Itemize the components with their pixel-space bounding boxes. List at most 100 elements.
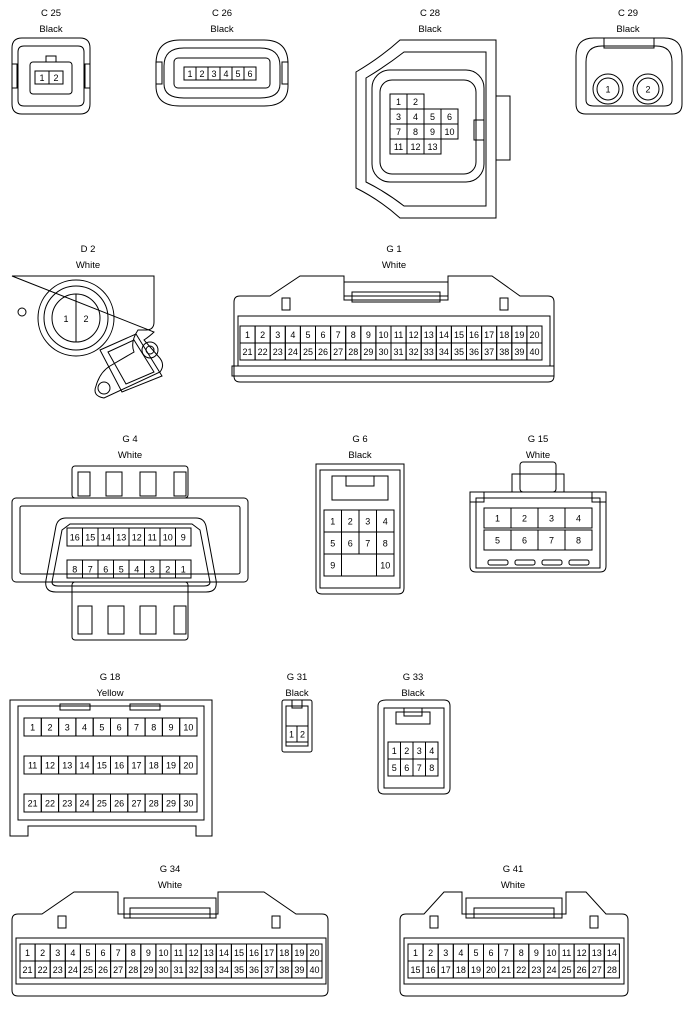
pin-number: 13 bbox=[592, 948, 602, 958]
connector-color: Black bbox=[210, 24, 233, 35]
pin-number: 2 bbox=[199, 69, 204, 79]
pin-number: 4 bbox=[82, 722, 87, 732]
pin-number: 7 bbox=[549, 535, 554, 545]
pin-cell bbox=[179, 755, 198, 775]
pin-number: 6 bbox=[348, 538, 353, 548]
pin-number: 26 bbox=[98, 965, 108, 975]
pin-number: 18 bbox=[499, 330, 509, 340]
pin-number: 3 bbox=[65, 722, 70, 732]
connector-color: Black bbox=[348, 450, 371, 461]
pin-number: 6 bbox=[103, 564, 108, 574]
pin-number: 40 bbox=[529, 347, 539, 357]
pin-number: 5 bbox=[235, 69, 240, 79]
pin-number: 14 bbox=[219, 948, 229, 958]
pin-number: 11 bbox=[174, 948, 183, 958]
pin-number: 20 bbox=[183, 760, 193, 770]
connector-code: C 25 bbox=[41, 8, 61, 19]
pin-number: 4 bbox=[383, 516, 388, 526]
pin-number: 21 bbox=[28, 798, 38, 808]
pin-number: 21 bbox=[501, 965, 511, 975]
pin-number: 6 bbox=[447, 112, 452, 122]
pin-number: 7 bbox=[88, 564, 93, 574]
pin-number: 15 bbox=[454, 330, 464, 340]
pin-number: 32 bbox=[189, 965, 199, 975]
pin-number: 1 bbox=[30, 722, 35, 732]
connector-code: G 34 bbox=[160, 864, 181, 875]
pin-number: 19 bbox=[471, 965, 481, 975]
pin-number: 9 bbox=[430, 127, 435, 137]
connector-color: Black bbox=[39, 24, 62, 35]
connector-color: White bbox=[501, 880, 525, 891]
pin-number: 9 bbox=[330, 560, 335, 570]
pin-number: 10 bbox=[444, 127, 454, 137]
pin-number: 8 bbox=[519, 948, 524, 958]
pin-number: 2 bbox=[413, 97, 418, 107]
pin-number: 16 bbox=[114, 760, 124, 770]
pin-cell bbox=[425, 758, 439, 777]
pin-number: 6 bbox=[101, 948, 106, 958]
pin-number: 23 bbox=[53, 965, 63, 975]
pin-number: 35 bbox=[234, 965, 244, 975]
pin-number: 38 bbox=[499, 347, 509, 357]
pin-number: 39 bbox=[514, 347, 524, 357]
pin-cell bbox=[440, 123, 459, 140]
pin-number: 25 bbox=[97, 798, 107, 808]
pin-number: 5 bbox=[392, 763, 397, 773]
pin-number: 16 bbox=[70, 532, 80, 542]
pin-number: 4 bbox=[413, 112, 418, 122]
pin-number: 12 bbox=[410, 142, 420, 152]
pin-number: 3 bbox=[396, 112, 401, 122]
pin-cell bbox=[175, 559, 192, 579]
connector-code: G 31 bbox=[287, 672, 308, 683]
pin-number: 2 bbox=[260, 330, 265, 340]
pin-number: 37 bbox=[484, 347, 494, 357]
pin-number: 22 bbox=[38, 965, 48, 975]
pin-number: 25 bbox=[562, 965, 572, 975]
pin-number: 33 bbox=[204, 965, 214, 975]
pin-number: 1 bbox=[413, 948, 418, 958]
pin-number: 40 bbox=[309, 965, 319, 975]
pin-cell bbox=[48, 70, 64, 85]
pin-number: 8 bbox=[576, 535, 581, 545]
pin-number: 17 bbox=[441, 965, 451, 975]
pin-number: 3 bbox=[549, 513, 554, 523]
pin-number: 6 bbox=[522, 535, 527, 545]
pin-number: 1 bbox=[39, 73, 44, 83]
pin-number: 1 bbox=[289, 729, 294, 739]
pin-number: 22 bbox=[516, 965, 526, 975]
pin-number: 14 bbox=[607, 948, 617, 958]
pin-number: 20 bbox=[309, 948, 319, 958]
pin-number: 34 bbox=[439, 347, 449, 357]
pin-number: 13 bbox=[116, 532, 126, 542]
pin-number: 11 bbox=[148, 532, 157, 542]
pin-cell bbox=[603, 960, 620, 979]
pin-number: 26 bbox=[577, 965, 587, 975]
pin-cell bbox=[564, 507, 593, 529]
pin-number: 2 bbox=[47, 722, 52, 732]
connector-code: D 2 bbox=[81, 244, 96, 255]
pin-number: 10 bbox=[380, 560, 390, 570]
pin-number: 8 bbox=[131, 948, 136, 958]
connector-color: White bbox=[526, 450, 550, 461]
pin-number: 9 bbox=[169, 722, 174, 732]
pin-number: 36 bbox=[469, 347, 479, 357]
pin-number: 2 bbox=[83, 314, 88, 324]
pin-number: 6 bbox=[404, 763, 409, 773]
pin-number: 8 bbox=[429, 763, 434, 773]
pin-number: 13 bbox=[427, 142, 437, 152]
pin-number: 11 bbox=[28, 760, 37, 770]
pin-number: 4 bbox=[70, 948, 75, 958]
connector-code: G 15 bbox=[528, 434, 549, 445]
pin-number: 24 bbox=[80, 798, 90, 808]
connector-code: C 29 bbox=[618, 8, 638, 19]
pin-number: 19 bbox=[166, 760, 176, 770]
pin-number: 14 bbox=[439, 330, 449, 340]
